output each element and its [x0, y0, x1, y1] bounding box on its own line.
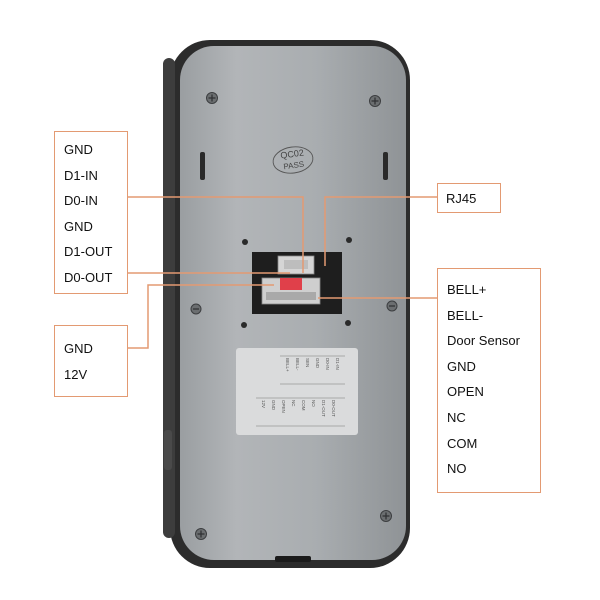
label-12v: 12V	[64, 366, 88, 382]
screw-icon	[380, 510, 392, 522]
plate-text: OPEN	[281, 400, 286, 413]
stamp-text-1: QC02	[280, 147, 305, 160]
leader-lines	[128, 196, 437, 349]
callout-power-pins: GND 12V	[54, 325, 128, 397]
plate-text: D1-IN	[335, 358, 340, 370]
plate-text: SEN	[305, 358, 310, 367]
label-nc: NC	[447, 409, 466, 425]
stamp-text-2: PASS	[283, 160, 305, 172]
plate-text: 12V	[261, 400, 266, 408]
label-d1-out: D1-OUT	[64, 244, 113, 259]
hole	[345, 320, 351, 326]
qc-pass-stamp: QC02 PASS	[272, 146, 314, 174]
rj45-port-inner	[284, 260, 308, 269]
label-gnd-2: GND	[64, 218, 93, 234]
device-frame-edge	[163, 58, 175, 538]
plate-text: COM	[301, 400, 306, 411]
label-gnd-power: GND	[64, 341, 93, 356]
label-d0-in: D0-IN	[64, 193, 98, 208]
plate-text: NC	[291, 400, 296, 407]
screw-icon	[195, 528, 207, 540]
label-bell-minus: BELL-	[447, 307, 484, 323]
screw-icon	[206, 92, 218, 104]
callout-rj45: RJ45	[437, 183, 501, 213]
plate-text: BELL+	[285, 358, 290, 372]
leader-d0-in	[128, 196, 304, 273]
side-button	[164, 430, 172, 470]
plate-text: NO	[311, 400, 316, 407]
hole	[242, 239, 248, 245]
callout-data-pins: GND D1-IN D0-IN GND D1-OUT D0-OUT	[54, 131, 128, 294]
hole	[346, 237, 352, 243]
bottom-notch	[275, 556, 311, 562]
label-open: OPEN	[447, 384, 484, 400]
leader-power	[128, 284, 274, 349]
label-plate-text: BELL+ BELL- SEN GND D0-IN D1-IN 12V GND …	[261, 358, 340, 417]
screw-icon	[190, 303, 202, 315]
label-d1-in: D1-IN	[64, 167, 98, 183]
leader-rj45	[324, 196, 437, 266]
callout-relay-pins: BELL+ BELL- Door Sensor GND OPEN NC COM …	[437, 268, 541, 493]
label-d0-out: D0-OUT	[64, 269, 113, 285]
plate-text: GND	[315, 358, 320, 369]
terminal-accent	[280, 278, 302, 290]
mount-slot	[383, 152, 388, 180]
label-plate-grid	[256, 355, 345, 427]
mount-slot	[200, 152, 205, 180]
screw-icon	[386, 300, 398, 312]
label-plate	[236, 348, 358, 435]
hole	[241, 322, 247, 328]
label-door-sensor: Door Sensor	[447, 333, 520, 349]
plate-text: D0-OUT	[331, 400, 336, 417]
terminal-slot	[266, 292, 316, 300]
label-rj45: RJ45	[446, 191, 477, 206]
plate-text: D1-OUT	[321, 400, 326, 417]
plate-text: GND	[271, 400, 276, 411]
plate-text: D0-IN	[325, 358, 330, 370]
label-com: COM	[447, 435, 478, 451]
label-gnd-right: GND	[447, 358, 476, 374]
screw-icon	[369, 95, 381, 107]
label-bell-plus: BELL+	[447, 282, 487, 297]
label-gnd: GND	[64, 142, 93, 157]
label-no: NO	[447, 461, 467, 477]
plate-text: BELL-	[295, 358, 300, 371]
